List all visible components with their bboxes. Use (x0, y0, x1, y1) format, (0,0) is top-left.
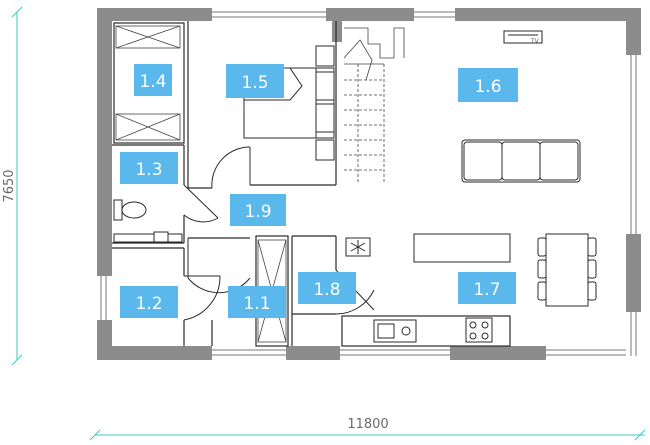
sofa (461, 139, 581, 183)
exterior-walls (97, 8, 641, 360)
svg-text:1.2: 1.2 (135, 294, 162, 314)
toilet (113, 199, 147, 221)
bed (243, 45, 335, 161)
height-dimension (11, 6, 23, 366)
svg-text:1.1: 1.1 (243, 294, 270, 314)
snowflake-icon (345, 237, 371, 257)
tv: TV (503, 30, 543, 45)
room-label-1-4: 1.4 (134, 64, 172, 96)
windows (100, 11, 637, 356)
height-dimension-label: 7650 (2, 169, 17, 202)
kitchen-sink (373, 319, 417, 343)
svg-text:1.6: 1.6 (474, 77, 501, 97)
room-label-1-3: 1.3 (120, 152, 178, 184)
svg-text:1.5: 1.5 (241, 73, 268, 93)
svg-text:1.4: 1.4 (139, 72, 166, 92)
kitchen-island (413, 233, 511, 263)
svg-text:1.7: 1.7 (473, 280, 500, 300)
room-label-1-9: 1.9 (230, 194, 286, 226)
room-label-1-2: 1.2 (120, 286, 178, 318)
room-label-1-7: 1.7 (458, 272, 516, 304)
width-dimension (89, 429, 646, 441)
tv-label: TV (530, 38, 540, 45)
bathroom-sink (113, 231, 183, 243)
dining-table (537, 233, 597, 307)
room-label-1-1: 1.1 (228, 286, 286, 318)
svg-text:1.3: 1.3 (135, 160, 162, 180)
room-label-1-5: 1.5 (226, 64, 284, 98)
room-label-1-8: 1.8 (298, 272, 356, 304)
width-dimension-label: 11800 (347, 417, 388, 432)
svg-text:1.9: 1.9 (244, 202, 271, 222)
staircase (343, 27, 405, 182)
cooktop (465, 317, 493, 343)
room-label-1-6: 1.6 (458, 68, 518, 102)
svg-text:1.8: 1.8 (313, 280, 340, 300)
